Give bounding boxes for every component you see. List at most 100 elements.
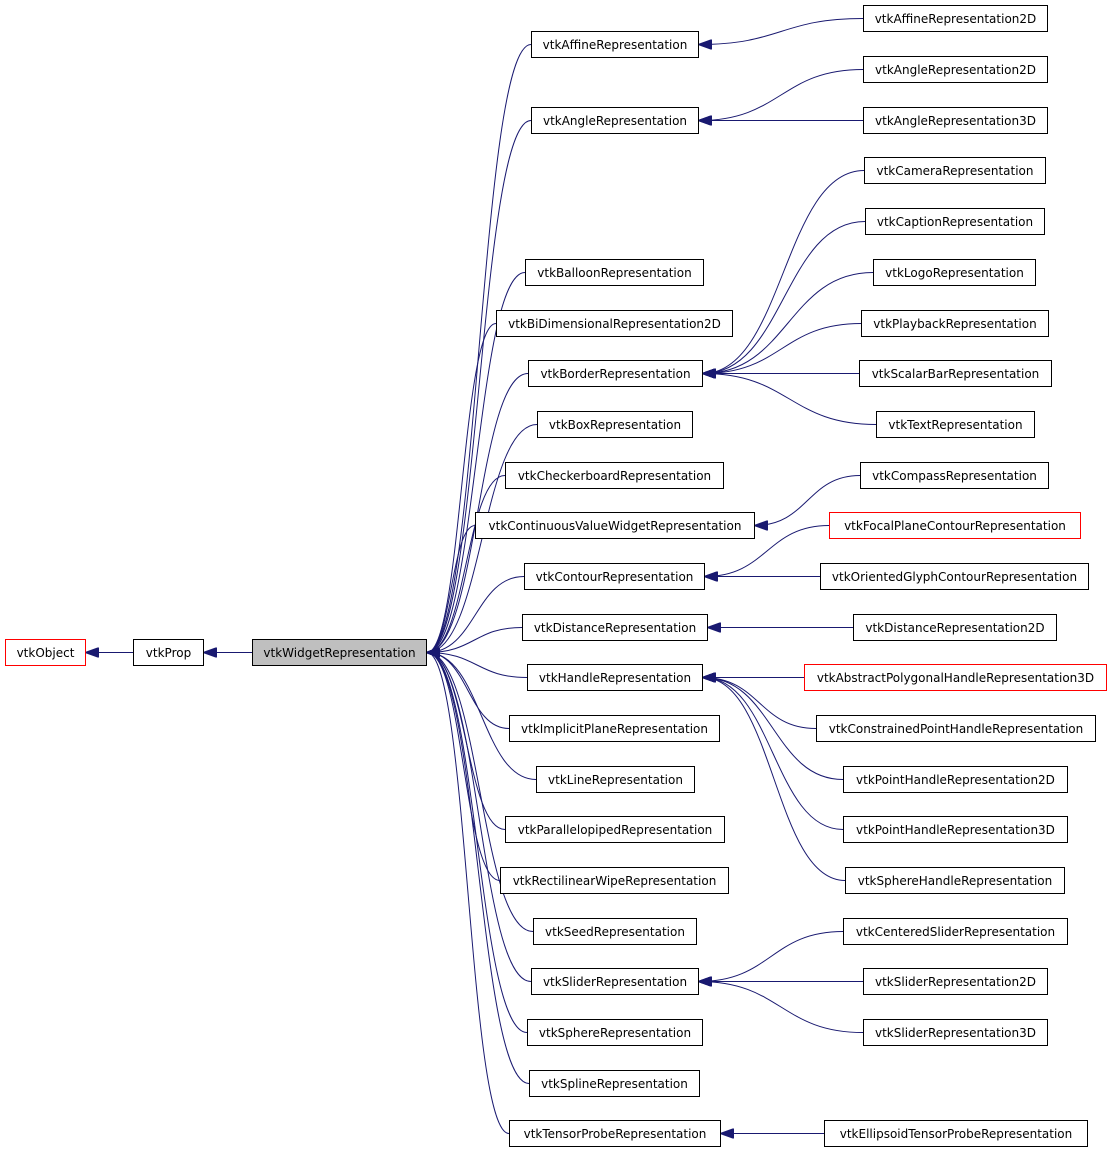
- class-node-label: vtkPlaybackRepresentation: [873, 316, 1037, 331]
- class-node-vtk-constrained-point-handle-representation[interactable]: vtkConstrainedPointHandleRepresentation: [816, 715, 1096, 742]
- class-node-vtk-angle-representation[interactable]: vtkAngleRepresentation: [531, 107, 699, 134]
- class-node-vtk-bi-dimensional-representation2-d[interactable]: vtkBiDimensionalRepresentation2D: [496, 310, 733, 337]
- class-node-label: vtkFocalPlaneContourRepresentation: [844, 518, 1066, 533]
- class-node-label: vtkEllipsoidTensorProbeRepresentation: [839, 1126, 1073, 1141]
- class-node-vtk-sphere-representation[interactable]: vtkSphereRepresentation: [527, 1019, 703, 1046]
- class-node-label: vtkBiDimensionalRepresentation2D: [508, 316, 721, 331]
- class-node-vtk-scalar-bar-representation[interactable]: vtkScalarBarRepresentation: [859, 360, 1052, 387]
- class-node-vtk-parallelopiped-representation[interactable]: vtkParallelopipedRepresentation: [505, 816, 725, 843]
- class-node-vtk-box-representation[interactable]: vtkBoxRepresentation: [537, 411, 693, 438]
- class-node-label: vtkOrientedGlyphContourRepresentation: [831, 569, 1078, 584]
- class-node-label: vtkCaptionRepresentation: [876, 214, 1034, 229]
- class-node-label: vtkAngleRepresentation: [542, 113, 688, 128]
- class-node-label: vtkConstrainedPointHandleRepresentation: [828, 721, 1084, 736]
- class-node-vtk-checkerboard-representation[interactable]: vtkCheckerboardRepresentation: [505, 462, 724, 489]
- class-node-label: vtkAffineRepresentation: [542, 37, 688, 52]
- class-node-vtk-abstract-polygonal-handle-representation3-d[interactable]: vtkAbstractPolygonalHandleRepresentation…: [804, 664, 1107, 691]
- edge-vtk-checkerboard-representation-to-vtk-widget-representation: [427, 475, 506, 653]
- class-node-vtk-slider-representation2-d[interactable]: vtkSliderRepresentation2D: [863, 968, 1048, 995]
- class-node-vtk-tensor-probe-representation[interactable]: vtkTensorProbeRepresentation: [509, 1120, 721, 1147]
- edge-vtk-compass-representation-to-vtk-continuous-value-widget-representation: [755, 475, 861, 526]
- class-node-label: vtkCompassRepresentation: [872, 468, 1037, 483]
- edge-vtk-point-handle-representation2-d-to-vtk-handle-representation: [703, 678, 844, 780]
- class-node-vtk-rectilinear-wipe-representation[interactable]: vtkRectilinearWipeRepresentation: [500, 867, 729, 894]
- class-node-label: vtkTensorProbeRepresentation: [523, 1126, 707, 1141]
- class-node-vtk-caption-representation[interactable]: vtkCaptionRepresentation: [865, 208, 1045, 235]
- class-node-label: vtkCenteredSliderRepresentation: [855, 924, 1056, 939]
- edge-vtk-playback-representation-to-vtk-border-representation: [703, 323, 862, 374]
- class-node-label: vtkAbstractPolygonalHandleRepresentation…: [816, 670, 1095, 685]
- class-node-vtk-border-representation[interactable]: vtkBorderRepresentation: [528, 360, 703, 387]
- class-node-label: vtkAffineRepresentation2D: [874, 11, 1037, 26]
- class-node-vtk-angle-representation2-d[interactable]: vtkAngleRepresentation2D: [863, 56, 1048, 83]
- edge-vtk-handle-representation-to-vtk-widget-representation: [427, 653, 528, 678]
- class-node-label: vtkTextRepresentation: [888, 417, 1023, 432]
- class-node-label: vtkBoxRepresentation: [548, 417, 682, 432]
- edge-vtk-contour-representation-to-vtk-widget-representation: [427, 576, 525, 653]
- class-node-vtk-point-handle-representation2-d[interactable]: vtkPointHandleRepresentation2D: [843, 766, 1068, 793]
- class-node-vtk-slider-representation[interactable]: vtkSliderRepresentation: [531, 968, 699, 995]
- class-node-label: vtkProp: [145, 645, 192, 660]
- class-node-vtk-sphere-handle-representation[interactable]: vtkSphereHandleRepresentation: [845, 867, 1065, 894]
- class-node-vtk-balloon-representation[interactable]: vtkBalloonRepresentation: [525, 259, 704, 286]
- edge-vtk-camera-representation-to-vtk-border-representation: [703, 170, 865, 374]
- class-node-vtk-playback-representation[interactable]: vtkPlaybackRepresentation: [861, 310, 1049, 337]
- class-node-vtk-ellipsoid-tensor-probe-representation[interactable]: vtkEllipsoidTensorProbeRepresentation: [824, 1120, 1088, 1147]
- class-node-vtk-object[interactable]: vtkObject: [5, 639, 86, 666]
- class-node-vtk-point-handle-representation3-d[interactable]: vtkPointHandleRepresentation3D: [843, 816, 1068, 843]
- class-node-vtk-contour-representation[interactable]: vtkContourRepresentation: [524, 563, 705, 590]
- class-node-vtk-distance-representation[interactable]: vtkDistanceRepresentation: [522, 614, 708, 641]
- class-node-vtk-centered-slider-representation[interactable]: vtkCenteredSliderRepresentation: [843, 918, 1068, 945]
- class-node-label: vtkCheckerboardRepresentation: [517, 468, 712, 483]
- class-node-label: vtkLineRepresentation: [548, 772, 683, 787]
- edge-vtk-focal-plane-contour-representation-to-vtk-contour-representation: [705, 525, 830, 577]
- class-node-label: vtkHandleRepresentation: [538, 670, 692, 685]
- edge-vtk-balloon-representation-to-vtk-widget-representation: [427, 272, 526, 653]
- class-node-label: vtkWidgetRepresentation: [263, 645, 416, 660]
- class-node-vtk-camera-representation[interactable]: vtkCameraRepresentation: [864, 157, 1046, 184]
- class-node-vtk-logo-representation[interactable]: vtkLogoRepresentation: [873, 259, 1036, 286]
- class-node-label: vtkContourRepresentation: [535, 569, 694, 584]
- class-node-vtk-affine-representation[interactable]: vtkAffineRepresentation: [531, 31, 699, 58]
- class-node-vtk-affine-representation2-d[interactable]: vtkAffineRepresentation2D: [863, 5, 1048, 32]
- class-node-label: vtkSplineRepresentation: [541, 1076, 688, 1091]
- edge-vtk-angle-representation2-d-to-vtk-angle-representation: [699, 69, 864, 121]
- class-node-vtk-angle-representation3-d[interactable]: vtkAngleRepresentation3D: [863, 107, 1048, 134]
- edge-vtk-logo-representation-to-vtk-border-representation: [703, 272, 874, 374]
- class-node-label: vtkScalarBarRepresentation: [871, 366, 1040, 381]
- class-node-vtk-text-representation[interactable]: vtkTextRepresentation: [876, 411, 1035, 438]
- edge-vtk-seed-representation-to-vtk-widget-representation: [427, 653, 534, 932]
- class-node-vtk-handle-representation[interactable]: vtkHandleRepresentation: [527, 664, 703, 691]
- class-node-label: vtkSliderRepresentation3D: [875, 1025, 1036, 1040]
- edge-vtk-distance-representation-to-vtk-widget-representation: [427, 627, 523, 653]
- class-node-label: vtkCameraRepresentation: [876, 163, 1034, 178]
- class-node-vtk-spline-representation[interactable]: vtkSplineRepresentation: [529, 1070, 700, 1097]
- class-node-vtk-seed-representation[interactable]: vtkSeedRepresentation: [533, 918, 697, 945]
- edge-vtk-text-representation-to-vtk-border-representation: [703, 374, 877, 425]
- class-node-vtk-prop[interactable]: vtkProp: [133, 639, 204, 666]
- class-node-label: vtkParallelopipedRepresentation: [517, 822, 713, 837]
- class-node-vtk-implicit-plane-representation[interactable]: vtkImplicitPlaneRepresentation: [509, 715, 720, 742]
- edge-vtk-point-handle-representation3-d-to-vtk-handle-representation: [703, 678, 844, 830]
- edge-vtk-continuous-value-widget-representation-to-vtk-widget-representation: [427, 525, 476, 653]
- edge-vtk-centered-slider-representation-to-vtk-slider-representation: [699, 931, 844, 982]
- class-node-label: vtkSliderRepresentation2D: [875, 974, 1036, 989]
- class-node-label: vtkPointHandleRepresentation2D: [856, 772, 1055, 787]
- class-node-label: vtkSliderRepresentation: [542, 974, 688, 989]
- class-node-label: vtkSeedRepresentation: [545, 924, 685, 939]
- class-node-vtk-compass-representation[interactable]: vtkCompassRepresentation: [860, 462, 1049, 489]
- class-node-vtk-distance-representation2-d[interactable]: vtkDistanceRepresentation2D: [853, 614, 1057, 641]
- class-node-vtk-focal-plane-contour-representation[interactable]: vtkFocalPlaneContourRepresentation: [829, 512, 1081, 539]
- class-node-vtk-oriented-glyph-contour-representation[interactable]: vtkOrientedGlyphContourRepresentation: [820, 563, 1089, 590]
- edge-vtk-implicit-plane-representation-to-vtk-widget-representation: [427, 653, 510, 729]
- class-node-vtk-slider-representation3-d[interactable]: vtkSliderRepresentation3D: [863, 1019, 1048, 1046]
- edge-vtk-bi-dimensional-representation2-d-to-vtk-widget-representation: [427, 323, 497, 653]
- class-node-vtk-continuous-value-widget-representation[interactable]: vtkContinuousValueWidgetRepresentation: [475, 512, 755, 539]
- class-node-vtk-line-representation[interactable]: vtkLineRepresentation: [536, 766, 695, 793]
- edge-vtk-tensor-probe-representation-to-vtk-widget-representation: [427, 653, 510, 1134]
- class-node-label: vtkAngleRepresentation2D: [875, 62, 1036, 77]
- class-node-label: vtkPointHandleRepresentation3D: [856, 822, 1055, 837]
- edge-vtk-affine-representation-to-vtk-widget-representation: [427, 44, 532, 653]
